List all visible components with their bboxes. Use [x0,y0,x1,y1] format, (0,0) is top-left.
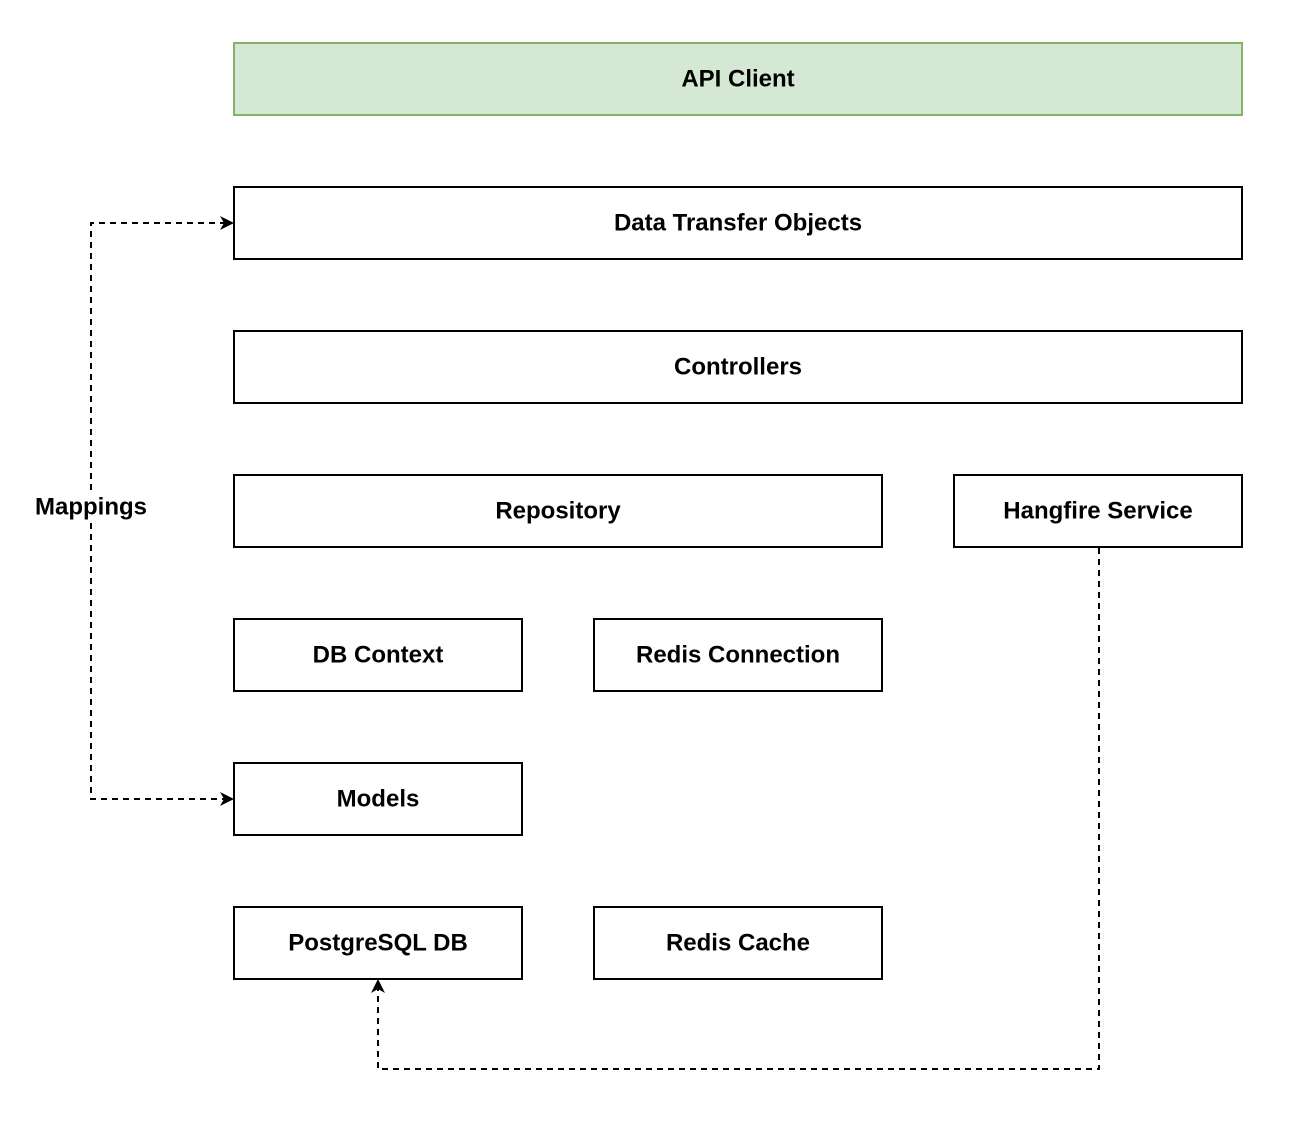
node-redis-connection[interactable]: Redis Connection [593,618,883,692]
edge-hangfire-to-postgresql[interactable] [371,548,1100,1070]
node-repository[interactable]: Repository [233,474,883,548]
node-data-transfer-objects[interactable]: Data Transfer Objects [233,186,1243,260]
node-api-client[interactable]: API Client [233,42,1243,116]
node-postgresql-db-label: PostgreSQL DB [288,929,468,956]
node-models[interactable]: Models [233,762,523,836]
node-hangfire-service-label: Hangfire Service [1003,497,1192,524]
node-api-client-label: API Client [681,65,794,92]
edge-label-mappings: Mappings [35,493,147,520]
node-data-transfer-objects-label: Data Transfer Objects [614,209,862,236]
node-controllers-label: Controllers [674,353,802,380]
node-db-context[interactable]: DB Context [233,618,523,692]
node-postgresql-db[interactable]: PostgreSQL DB [233,906,523,980]
node-controllers[interactable]: Controllers [233,330,1243,404]
node-repository-label: Repository [495,497,621,524]
edge-mappings-to-models[interactable] [90,512,234,806]
edge-mappings-to-dto[interactable] [90,216,234,512]
node-redis-cache[interactable]: Redis Cache [593,906,883,980]
mappings-label-background [30,493,152,523]
node-hangfire-service[interactable]: Hangfire Service [953,474,1243,548]
node-redis-cache-label: Redis Cache [666,929,810,956]
node-redis-connection-label: Redis Connection [636,641,840,668]
node-db-context-label: DB Context [313,641,444,668]
node-models-label: Models [337,785,420,812]
